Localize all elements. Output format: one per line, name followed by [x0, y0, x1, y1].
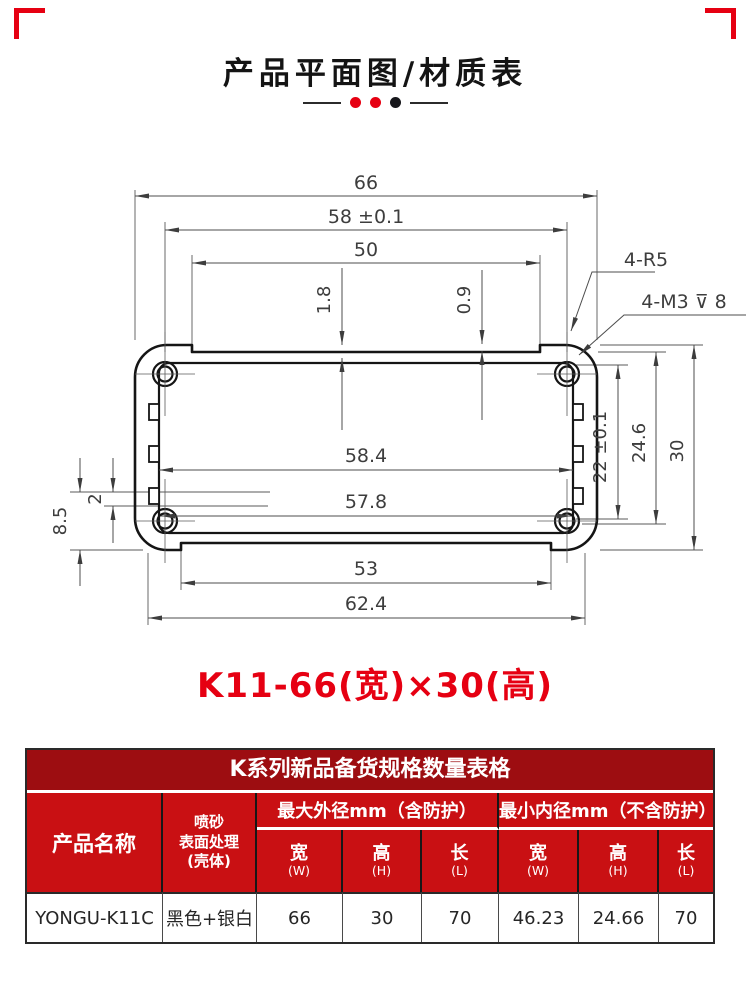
cell-min-height: 24.66	[579, 892, 659, 942]
group-header-min-inner: 最小内径mm（不含防护）	[499, 793, 717, 830]
dark-dot	[389, 97, 401, 108]
cell-max-length: 70	[422, 892, 499, 942]
dim-0-9: 0.9	[454, 286, 475, 315]
sub-header-cn: 长	[677, 843, 695, 865]
spec-table: K系列新品备货规格数量表格 产品名称 喷砂 表面处理 (壳体) 最大外径mm（含…	[25, 748, 717, 944]
dim-53: 53	[354, 558, 378, 580]
sub-header-en: (W)	[526, 863, 550, 879]
sub-header-min-width: 宽 (W)	[499, 830, 579, 892]
sub-header-min-height: 高 (H)	[579, 830, 659, 892]
dimension-lines	[77, 193, 746, 621]
corner-accent-top-left	[14, 8, 45, 39]
table-title: K系列新品备货规格数量表格	[27, 750, 713, 793]
cell-max-height: 30	[343, 892, 422, 942]
group-header-max-outer: 最大外径mm（含防护）	[257, 793, 499, 830]
cell-surface-finish: 黑色+银白	[163, 892, 257, 942]
col-header-product-name: 产品名称	[27, 793, 163, 892]
dim-58: 58 ±0.1	[328, 206, 404, 228]
cell-min-width: 46.23	[499, 892, 579, 942]
cell-product-name: YONGU-K11C	[27, 892, 163, 942]
sub-header-max-width: 宽 (W)	[257, 830, 343, 892]
dimension-labels: 66 58 ±0.1 50 1.8 0.9 4-R5 4-M3 ⊽ 8 58.4…	[50, 172, 727, 615]
dim-24-6: 24.6	[629, 423, 650, 463]
drawing-caption: K11-66(宽)×30(高)	[196, 666, 554, 706]
dim-22: 22 ±0.1	[590, 411, 611, 483]
dim-62-4: 62.4	[345, 593, 387, 615]
dim-1-8: 1.8	[314, 286, 335, 315]
dim-57-8: 57.8	[345, 491, 387, 513]
screw-bosses	[135, 332, 597, 563]
surface-line-1: 喷砂	[193, 813, 224, 832]
sub-header-cn: 高	[609, 843, 627, 865]
page-title: 产品平面图/材质表	[222, 56, 528, 92]
sub-header-en: (H)	[608, 863, 628, 879]
surface-line-3: (壳体)	[187, 852, 231, 871]
sub-header-en: (L)	[451, 863, 468, 879]
sub-header-cn: 宽	[290, 843, 308, 865]
callout-4-m3-depth-8: 4-M3 ⊽ 8	[641, 291, 727, 313]
sub-header-min-length: 长 (L)	[659, 830, 713, 892]
red-dot-1	[349, 97, 361, 108]
sub-header-en: (H)	[371, 863, 392, 879]
divider-rule-right	[409, 101, 448, 104]
wall-notches	[148, 403, 584, 505]
cell-min-length: 70	[659, 892, 713, 942]
sub-header-en: (L)	[677, 863, 695, 879]
col-header-surface-treatment: 喷砂 表面处理 (壳体)	[163, 793, 257, 892]
sub-header-max-length: 长 (L)	[422, 830, 499, 892]
dim-58-4: 58.4	[345, 445, 387, 467]
dim-2: 2	[85, 493, 106, 504]
dim-50: 50	[354, 239, 378, 261]
divider-rule-left	[302, 101, 341, 104]
red-dot-2	[369, 97, 381, 108]
cell-max-width: 66	[257, 892, 343, 942]
surface-line-2: 表面处理	[178, 832, 239, 851]
callout-4-r5: 4-R5	[624, 249, 668, 271]
sub-header-max-height: 高 (H)	[343, 830, 422, 892]
title-divider	[0, 97, 750, 108]
dim-30: 30	[667, 440, 688, 463]
sub-header-cn: 宽	[529, 843, 547, 865]
sub-header-en: (W)	[287, 863, 311, 879]
dim-66: 66	[354, 172, 378, 194]
sub-header-cn: 高	[372, 843, 391, 865]
sub-header-cn: 长	[450, 843, 469, 865]
table-grid: 产品名称 喷砂 表面处理 (壳体) 最大外径mm（含防护） 最小内径mm（不含防…	[27, 793, 717, 942]
corner-accent-top-right	[705, 8, 736, 39]
dim-8-5: 8.5	[50, 507, 71, 536]
